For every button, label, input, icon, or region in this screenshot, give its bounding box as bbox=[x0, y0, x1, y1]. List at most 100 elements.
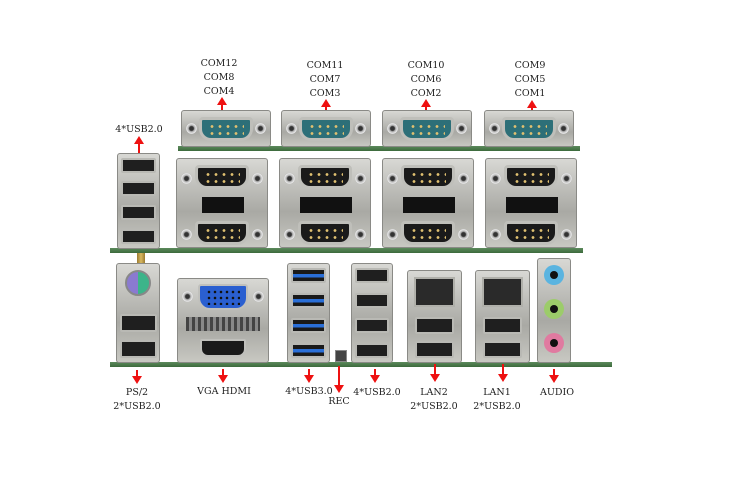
com1-label: COM1 bbox=[514, 88, 546, 99]
db9-connector-icon bbox=[400, 117, 454, 141]
usb3-stack bbox=[287, 263, 330, 363]
usb-port-icon bbox=[355, 293, 389, 308]
lan1-label-line1: LAN1 bbox=[483, 387, 511, 398]
usb3-port-icon bbox=[291, 293, 326, 308]
com8-label: COM8 bbox=[203, 72, 235, 83]
db9-connector-icon bbox=[401, 221, 455, 245]
bottom-usb-label: 4*USB2.0 bbox=[353, 387, 401, 398]
com9-label: COM9 bbox=[514, 60, 546, 71]
usb-port-icon bbox=[121, 181, 156, 196]
dual-com-block-1 bbox=[176, 158, 268, 248]
db9-connector-icon bbox=[299, 117, 353, 141]
lan1-label: LAN1 2*USB2.0 bbox=[473, 386, 520, 414]
lan2-label-line1: LAN2 bbox=[420, 387, 448, 398]
db9-connector-icon bbox=[401, 165, 455, 189]
ps2-port-icon bbox=[125, 270, 151, 296]
arrow-down-icon bbox=[334, 366, 344, 393]
arrow-up-icon bbox=[527, 100, 537, 112]
usb2-stack-top bbox=[117, 153, 160, 249]
screw-icon bbox=[490, 173, 501, 184]
db9-connector-icon bbox=[195, 221, 249, 245]
com-port-com4 bbox=[181, 110, 271, 147]
top-usb-label: 4*USB2.0 bbox=[115, 124, 163, 135]
screw-icon bbox=[458, 173, 469, 184]
com-port-com2 bbox=[382, 110, 472, 147]
arrow-down-icon bbox=[218, 369, 228, 383]
screw-icon bbox=[252, 173, 263, 184]
screw-icon bbox=[489, 123, 500, 134]
screw-icon bbox=[558, 123, 569, 134]
com-port-com1 bbox=[484, 110, 574, 147]
usb-port-icon bbox=[355, 343, 389, 358]
ps2-label-line2: 2*USB2.0 bbox=[113, 401, 161, 412]
ps2-label: PS/2 2*USB2.0 bbox=[113, 386, 160, 414]
com3-label: COM3 bbox=[309, 88, 341, 99]
arrow-up-icon bbox=[217, 97, 227, 110]
separator-block bbox=[300, 197, 352, 213]
ps2-usb-block bbox=[116, 263, 160, 363]
audio-label: AUDIO bbox=[539, 387, 575, 398]
usb-port-icon bbox=[483, 317, 522, 334]
screw-icon bbox=[387, 173, 398, 184]
screw-icon bbox=[387, 123, 398, 134]
lan2-label-line2: 2*USB2.0 bbox=[410, 401, 458, 412]
rec-button[interactable] bbox=[335, 350, 347, 362]
screw-icon bbox=[355, 173, 366, 184]
com-port-com3 bbox=[281, 110, 371, 147]
lan1-block bbox=[475, 270, 530, 363]
usb3-port-icon bbox=[291, 343, 326, 358]
usb-port-icon bbox=[415, 317, 454, 334]
dual-com-block-3 bbox=[382, 158, 474, 248]
com-group-4-label: COM9 COM5 COM1 bbox=[515, 59, 546, 101]
screw-icon bbox=[182, 291, 193, 302]
usb-port-icon bbox=[355, 268, 389, 283]
screw-icon bbox=[490, 229, 501, 240]
dual-com-block-4 bbox=[485, 158, 577, 248]
screw-icon bbox=[255, 123, 266, 134]
usb-port-icon bbox=[483, 341, 522, 358]
lan2-block bbox=[407, 270, 462, 363]
com-group-2-label: COM11 COM7 COM3 bbox=[307, 59, 344, 101]
screw-icon bbox=[387, 229, 398, 240]
vga-hdmi-block bbox=[177, 278, 269, 363]
screw-icon bbox=[456, 123, 467, 134]
db9-connector-icon bbox=[298, 221, 352, 245]
com-group-3-label: COM10 COM6 COM2 bbox=[408, 59, 445, 101]
usb3-port-icon bbox=[291, 318, 326, 333]
separator-block bbox=[403, 197, 455, 213]
lan1-label-line2: 2*USB2.0 bbox=[473, 401, 521, 412]
screw-icon bbox=[286, 123, 297, 134]
com6-label: COM6 bbox=[410, 74, 442, 85]
arrow-down-icon bbox=[430, 364, 440, 382]
com5-label: COM5 bbox=[514, 74, 546, 85]
hdmi-port-icon bbox=[200, 339, 246, 357]
screw-icon bbox=[252, 229, 263, 240]
arrow-down-icon bbox=[132, 370, 142, 384]
pcb-board-middle bbox=[110, 248, 583, 253]
separator-block bbox=[506, 197, 558, 213]
rj45-port-icon bbox=[414, 277, 455, 307]
com4-label: COM4 bbox=[203, 86, 235, 97]
com10-label: COM10 bbox=[407, 60, 445, 71]
rec-label: REC bbox=[328, 396, 350, 407]
com2-label: COM2 bbox=[410, 88, 442, 99]
com-group-1-label: COM12 COM8 COM4 bbox=[201, 57, 238, 99]
screw-icon bbox=[186, 123, 197, 134]
screw-icon bbox=[561, 229, 572, 240]
screw-icon bbox=[284, 173, 295, 184]
usb-port-icon bbox=[355, 318, 389, 333]
com7-label: COM7 bbox=[309, 74, 341, 85]
db9-connector-icon bbox=[504, 221, 558, 245]
arrow-up-icon bbox=[421, 99, 431, 111]
usb-port-icon bbox=[121, 205, 156, 220]
audio-jack-line-in-icon bbox=[544, 265, 564, 285]
usb3-port-icon bbox=[291, 268, 326, 283]
usb-port-icon bbox=[120, 314, 157, 332]
grille bbox=[186, 317, 260, 331]
pcb-board-bottom bbox=[110, 362, 612, 367]
screw-icon bbox=[181, 229, 192, 240]
audio-block bbox=[537, 258, 571, 363]
arrow-up-icon bbox=[321, 99, 331, 111]
usb-port-icon bbox=[415, 341, 454, 358]
arrow-down-icon bbox=[549, 369, 559, 383]
